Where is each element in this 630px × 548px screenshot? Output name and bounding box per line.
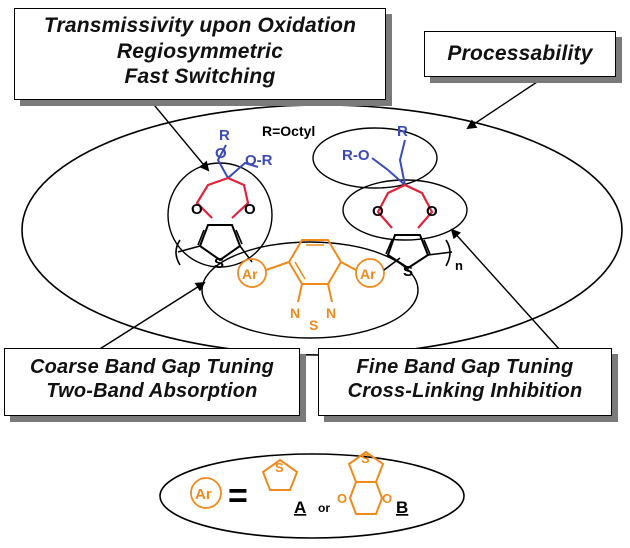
legend-option-b: B xyxy=(396,498,408,517)
legend-ar-circle xyxy=(190,477,222,509)
left-dioxepine-ring xyxy=(195,176,250,219)
left-unit-circle xyxy=(167,162,273,268)
left-ring-o1: O xyxy=(191,201,203,218)
processability-ellipse xyxy=(312,127,438,189)
callout-top-right: Processability xyxy=(424,31,616,77)
ar-right-circle xyxy=(355,258,385,288)
callout-bottom-right-line-2: Cross-Linking Inhibition xyxy=(347,380,583,403)
right-side-chains xyxy=(371,139,406,186)
right-ro-label: R-O xyxy=(342,147,370,164)
callout-top-right-line-1: Processability xyxy=(447,42,593,65)
right-ring-o2: O xyxy=(426,203,438,220)
callout-bottom-left-line-2: Two-Band Absorption xyxy=(46,380,258,403)
arrow-top-left xyxy=(149,99,210,172)
left-r-label: R xyxy=(219,127,230,144)
ar-right-label: Ar xyxy=(360,266,376,282)
legend-thiophene-a xyxy=(261,458,299,491)
btd-n-left: N xyxy=(290,305,300,321)
legend-edot-b-dioxane xyxy=(348,481,384,515)
legend-or: or xyxy=(318,501,330,515)
callout-top-left-line-2: Regiosymmetric xyxy=(116,39,284,63)
left-ring-o2: O xyxy=(244,201,256,218)
arrow-top-right xyxy=(466,79,541,130)
legend-a-s: S xyxy=(275,460,284,475)
right-thiophene xyxy=(386,234,430,270)
legend-option-a: A xyxy=(294,498,306,517)
btd-s: S xyxy=(309,317,318,333)
callout-bottom-left: Coarse Band Gap Tuning Two-Band Absorpti… xyxy=(4,348,300,416)
legend-b-s: S xyxy=(361,451,370,466)
right-dioxepine-ring xyxy=(376,183,434,229)
legend-ellipse xyxy=(159,453,465,539)
arrow-bottom-right xyxy=(450,228,561,351)
ring-ellipse xyxy=(342,179,468,241)
left-or-label: O-R xyxy=(245,152,273,169)
left-side-chains xyxy=(216,144,259,179)
right-thiophene-s: S xyxy=(403,263,413,280)
subscript-n: n xyxy=(455,258,463,273)
ar-left-label: Ar xyxy=(242,266,258,282)
callout-top-left-line-3: Fast Switching xyxy=(124,65,276,89)
legend-equals: = xyxy=(228,477,248,515)
r-definition-label: R=Octyl xyxy=(262,123,315,139)
arrow-bottom-left xyxy=(94,281,206,353)
left-thiophene xyxy=(198,224,242,262)
btd-thiadiazole xyxy=(297,283,333,303)
right-ring-o1: O xyxy=(372,203,384,220)
callout-bottom-left-line-1: Coarse Band Gap Tuning xyxy=(29,356,275,378)
legend-b-o2: O xyxy=(382,491,392,506)
legend-edot-b-thiophene xyxy=(347,450,385,483)
callout-bottom-right: Fine Band Gap Tuning Cross-Linking Inhib… xyxy=(318,348,612,416)
callout-top-left: Transmissivity upon Oxidation Regiosymme… xyxy=(14,8,386,100)
callout-top-left-line-1: Transmissivity upon Oxidation xyxy=(43,14,357,37)
right-r-top-label: R xyxy=(397,123,408,140)
callout-bottom-right-line-1: Fine Band Gap Tuning xyxy=(356,356,574,378)
left-thiophene-s: S xyxy=(214,255,224,272)
ar-left-circle xyxy=(237,258,267,288)
btd-benzene xyxy=(287,239,343,285)
btd-n-right: N xyxy=(326,305,336,321)
legend-ar-label: Ar xyxy=(195,486,212,503)
legend-b-o1: O xyxy=(337,491,347,506)
left-o-label: O xyxy=(215,145,227,162)
